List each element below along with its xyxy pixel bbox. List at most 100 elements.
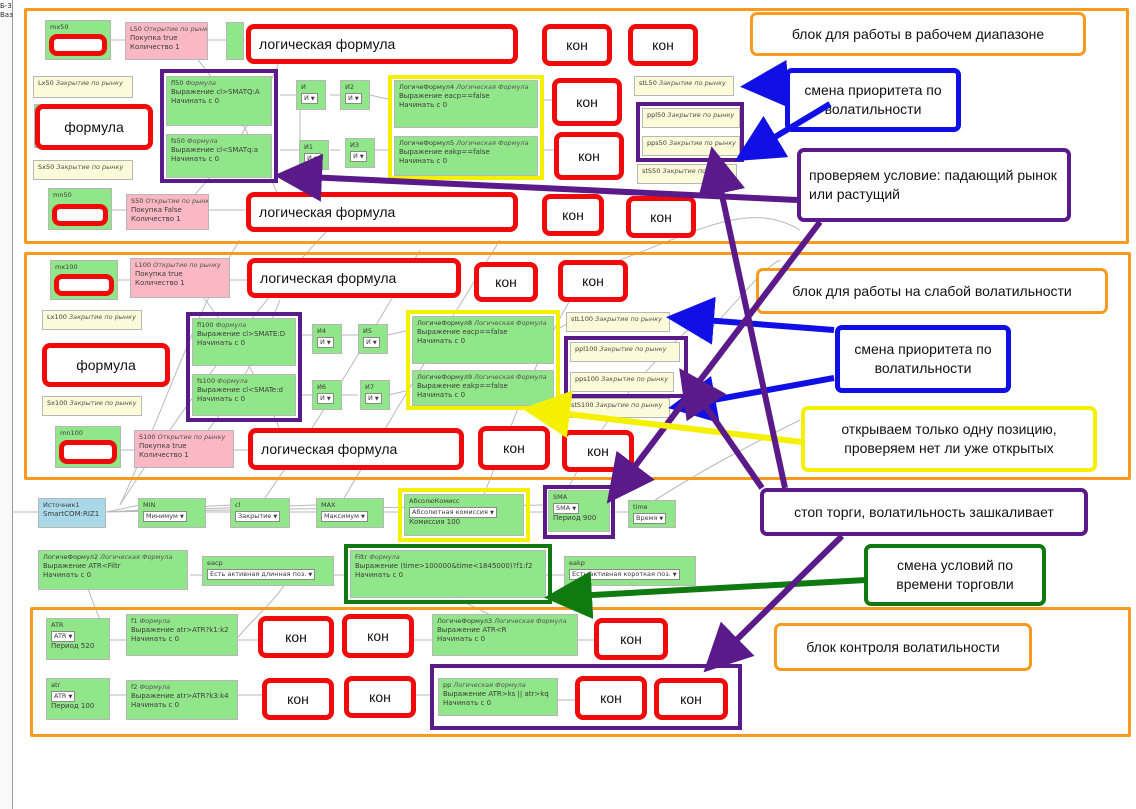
node-ATR[interactable]: ATR ATR▼ Период 520 xyxy=(46,618,110,660)
chevron-down-icon: ▼ xyxy=(672,572,677,578)
node-S50-title: S50 xyxy=(131,197,144,205)
node-Lx50[interactable]: Lx50 Закрытие по рынку xyxy=(33,76,133,98)
node-LF8-title: ЛогичеФормул8 xyxy=(417,319,473,327)
node-I7-select[interactable]: И▼ xyxy=(365,393,382,404)
node-cl-value: Закрытие xyxy=(238,512,272,520)
node-LF9-expr: Выражение eakp==false xyxy=(417,382,508,390)
node-S100[interactable]: S100 Открытие по рынку Покупка true Коли… xyxy=(134,430,234,468)
node-atr-select[interactable]: ATR▼ xyxy=(51,691,76,702)
node-LF4[interactable]: ЛогичеФормул4 Логическая Формула Выражен… xyxy=(394,80,538,128)
chevron-down-icon: ▼ xyxy=(360,514,365,520)
node-fl100[interactable]: fl100 Формула Выражение cl>SMATE:D Начин… xyxy=(192,318,296,366)
node-SMA-value: SMA xyxy=(556,504,571,512)
node-stL100[interactable]: stL100 Закрытие по рынку xyxy=(566,312,670,332)
node-I4[interactable]: И4 И▼ xyxy=(312,324,342,354)
node-I3[interactable]: И3 И▼ xyxy=(345,138,375,168)
node-L100-type: Открытие по рынку xyxy=(153,261,221,269)
node-source-instrument: SmartCOM:RIZ1 xyxy=(43,510,100,518)
node-S50[interactable]: S50 Открытие по рынку Покупка False Коли… xyxy=(126,194,209,230)
node-eacp[interactable]: eacp Есть активная длинная поз.▼ xyxy=(202,556,334,586)
node-MAX-select[interactable]: Максимум▼ xyxy=(321,511,368,522)
node-L50[interactable]: L50 Открытие по рынку Покупка true Колич… xyxy=(125,22,208,60)
node-abs-commission[interactable]: АбсолюКомисс Абсолютная комиссия▼ Комисс… xyxy=(404,494,524,536)
node-SMA[interactable]: SMA SMA▼ Период 900 xyxy=(548,490,610,532)
node-I2[interactable]: И2 И▼ xyxy=(340,80,370,110)
node-I7[interactable]: И7 И▼ xyxy=(360,380,390,410)
node-abs-select[interactable]: Абсолютная комиссия▼ xyxy=(409,507,497,518)
node-SMA-select[interactable]: SMA▼ xyxy=(553,503,580,514)
node-Sx50[interactable]: Sx50 Закрытие по рынку xyxy=(33,160,133,180)
chevron-down-icon: ▼ xyxy=(273,514,278,520)
node-fs100[interactable]: fs100 Формула Выражение cl<SMATe:d Начин… xyxy=(192,374,296,416)
frame-abs-commission xyxy=(398,488,530,542)
node-LF4-expr: Выражение eacp==false xyxy=(399,92,490,100)
node-fl50-start: Начинать с 0 xyxy=(171,97,220,105)
callout-priority-2: смена приоритета по волатильности xyxy=(835,325,1011,393)
node-Lx100[interactable]: Lx100 Закрытие по рынку xyxy=(42,310,142,330)
node-Filtr[interactable]: Filtr Формула Выражение (time>100000&tim… xyxy=(350,550,546,598)
node-pp-start: Начинать с 0 xyxy=(443,699,492,707)
node-I3-select[interactable]: И▼ xyxy=(350,151,367,162)
node-pp-type: Логическая Формула xyxy=(453,681,526,689)
node-ATR-select[interactable]: ATR▼ xyxy=(51,631,76,642)
node-atr-period: Период 100 xyxy=(51,702,95,710)
mx100-value-box xyxy=(54,274,114,296)
node-I2-select[interactable]: И▼ xyxy=(345,93,362,104)
node-f1[interactable]: f1 Формула Выражение atr>ATR?k1:k2 Начин… xyxy=(126,614,238,656)
node-pp[interactable]: pp Логическая Формула Выражение ATR>ks |… xyxy=(438,678,558,716)
node-source[interactable]: Источник1 SmartCOM:RIZ1 xyxy=(38,498,106,528)
node-MAX[interactable]: MAX Максимум▼ xyxy=(316,498,384,528)
node-cl[interactable]: cl Закрытие▼ xyxy=(230,498,290,528)
node-eacp-title: eacp xyxy=(207,559,223,567)
node-fs50[interactable]: fs50 Формула Выражение cl<SMATq:a Начина… xyxy=(166,134,272,178)
node-time[interactable]: time Время▼ xyxy=(628,500,676,528)
node-MIN-select[interactable]: Минимум▼ xyxy=(143,511,187,522)
node-Sx100[interactable]: Sx100 Закрытие по рынку xyxy=(42,396,142,416)
chevron-down-icon: ▼ xyxy=(326,396,331,402)
node-cl-select[interactable]: Закрытие▼ xyxy=(235,511,281,522)
node-MIN[interactable]: MIN Минимум▼ xyxy=(138,498,206,528)
node-I5-value: И xyxy=(366,338,371,346)
callout-check-market: проверяем условие: падающий рынок или ра… xyxy=(797,148,1071,222)
node-ppl100[interactable]: ppl100 Закрытие по рынку xyxy=(570,342,680,362)
node-I6-select[interactable]: И▼ xyxy=(317,393,334,404)
node-source-title: Источник1 xyxy=(43,501,80,509)
node-I5[interactable]: И5 И▼ xyxy=(358,324,388,354)
node-stS50-type: Закрытие по рынку xyxy=(662,167,730,175)
node-aux-1[interactable] xyxy=(226,22,244,60)
annotation-logic-formula-1: логическая формула xyxy=(246,24,518,64)
node-atr[interactable]: atr ATR▼ Период 100 xyxy=(46,678,110,720)
node-time-select[interactable]: Время▼ xyxy=(633,513,667,524)
annotation-kon-2: кон xyxy=(628,24,698,66)
node-time-title: time xyxy=(633,503,648,511)
node-f2-title: f2 xyxy=(131,683,138,691)
node-I-select[interactable]: И▼ xyxy=(301,93,318,104)
toolbar-label-1: Б-3 xyxy=(0,2,12,10)
chevron-down-icon: ▼ xyxy=(326,340,331,346)
mx50-value-box xyxy=(49,34,107,56)
node-L50-buy: Покупка true xyxy=(130,34,178,42)
node-I5-select[interactable]: И▼ xyxy=(363,337,380,348)
node-LF5[interactable]: ЛогичеФормул5 Логическая Формула Выражен… xyxy=(394,136,538,176)
node-I[interactable]: И И▼ xyxy=(296,80,326,110)
node-L100[interactable]: L100 Открытие по рынку Покупка true Коли… xyxy=(130,258,230,298)
node-LF8[interactable]: ЛогичеФормул8 Логическая Формула Выражен… xyxy=(412,316,554,364)
node-LF2[interactable]: ЛогичеФормул2 Логическая Формула Выражен… xyxy=(38,550,188,590)
annotation-kon-5: кон xyxy=(542,194,604,236)
node-f2-expr: Выражение atr>ATR?k3:k4 xyxy=(131,692,229,700)
node-stL50[interactable]: stL50 Закрытие по рынку xyxy=(634,76,734,96)
node-LF4-start: Начинать с 0 xyxy=(399,101,448,109)
node-f2[interactable]: f2 Формула Выражение atr>ATR?k3:k4 Начин… xyxy=(126,680,238,720)
node-eacp-select[interactable]: Есть активная длинная поз.▼ xyxy=(207,569,316,580)
node-fs100-type: Формула xyxy=(217,377,248,385)
node-I6[interactable]: И6 И▼ xyxy=(312,380,342,410)
node-pps100[interactable]: pps100 Закрытие по рынку xyxy=(570,372,674,392)
node-I3-value: И xyxy=(353,152,358,160)
node-LF3[interactable]: ЛогичеФормул3 Логическая Формула Выражен… xyxy=(432,614,578,656)
node-fs100-expr: Выражение cl<SMATe:d xyxy=(197,386,283,394)
node-I4-select[interactable]: И▼ xyxy=(317,337,334,348)
chevron-down-icon: ▼ xyxy=(68,694,73,700)
node-ppl50[interactable]: ppl50 Закрытие по рынку xyxy=(642,108,740,128)
node-cl-title: cl xyxy=(235,501,241,509)
node-fl50[interactable]: fl50 Формула Выражение cl>SMATQ:A Начина… xyxy=(166,76,272,126)
